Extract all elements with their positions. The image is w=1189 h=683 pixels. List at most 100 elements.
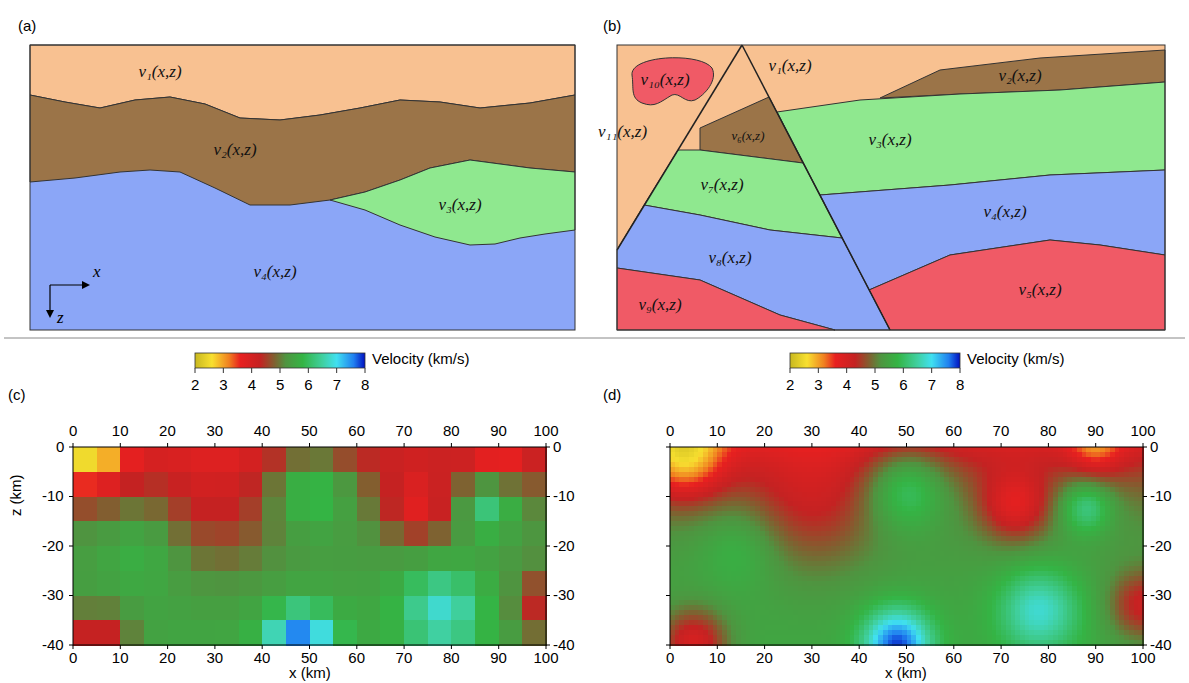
velocity-cell [840, 610, 845, 616]
velocity-cell [774, 571, 779, 577]
velocity-cell [727, 635, 732, 641]
velocity-cell [769, 467, 774, 473]
velocity-cell [262, 521, 286, 546]
velocity-cell [850, 541, 855, 547]
velocity-cell [310, 521, 334, 546]
velocity-cell [698, 596, 703, 602]
velocity-cell [475, 571, 499, 596]
velocity-cell [670, 546, 675, 552]
velocity-cell [869, 630, 874, 636]
velocity-cell [784, 556, 789, 562]
velocity-cell [793, 541, 798, 547]
velocity-cell [727, 492, 732, 498]
velocity-cell [755, 477, 760, 483]
velocity-cell [670, 571, 675, 577]
velocity-cell [883, 516, 888, 522]
velocity-cell [878, 591, 883, 597]
velocity-cell [713, 615, 718, 621]
velocity-cell [708, 467, 713, 473]
velocity-cell [840, 506, 845, 512]
velocity-cell [779, 556, 784, 562]
velocity-cell [191, 546, 215, 571]
velocity-cell [765, 497, 770, 503]
velocity-cell [120, 620, 144, 645]
velocity-cell [836, 561, 841, 567]
velocity-cell [727, 467, 732, 473]
velocity-cell [746, 581, 751, 587]
velocity-cell [741, 487, 746, 493]
velocity-cell [731, 521, 736, 527]
velocity-cell [788, 462, 793, 468]
velocity-cell [826, 492, 831, 498]
velocity-cell [802, 462, 807, 468]
velocity-cell [727, 521, 732, 527]
velocity-cell [788, 526, 793, 532]
velocity-cell [802, 551, 807, 557]
velocity-cell [774, 600, 779, 606]
velocity-cell [731, 635, 736, 641]
velocity-cell [675, 566, 680, 572]
velocity-cell [727, 462, 732, 468]
velocity-cell [821, 541, 826, 547]
velocity-cell [694, 600, 699, 606]
velocity-cell [873, 546, 878, 552]
velocity-cell [831, 511, 836, 517]
velocity-cell [404, 571, 428, 596]
velocity-cell [840, 596, 845, 602]
velocity-cell [817, 487, 822, 493]
velocity-cell [731, 447, 736, 453]
velocity-cell [670, 506, 675, 512]
velocity-cell [769, 596, 774, 602]
velocity-cell [817, 497, 822, 503]
velocity-cell [741, 467, 746, 473]
velocity-cell [760, 571, 765, 577]
velocity-cell [741, 591, 746, 597]
velocity-cell [864, 615, 869, 621]
velocity-cell [826, 447, 831, 453]
velocity-cell [736, 630, 741, 636]
velocity-cell [807, 551, 812, 557]
velocity-cell [817, 531, 822, 537]
velocity-cell [821, 625, 826, 631]
velocity-cell [817, 457, 822, 463]
velocity-cell [873, 556, 878, 562]
velocity-cell [836, 462, 841, 468]
velocity-cell [784, 452, 789, 458]
velocity-cell [831, 630, 836, 636]
velocity-cell [817, 620, 822, 626]
velocity-cell [727, 556, 732, 562]
velocity-cell [850, 596, 855, 602]
velocity-cell [774, 546, 779, 552]
velocity-cell [821, 531, 826, 537]
velocity-cell [840, 630, 845, 636]
velocity-cell [859, 625, 864, 631]
velocity-cell [675, 610, 680, 616]
velocity-cell [698, 635, 703, 641]
velocity-cell [286, 497, 310, 522]
velocity-cell [694, 482, 699, 488]
velocity-cell [522, 571, 546, 596]
velocity-cell [694, 625, 699, 631]
velocity-cell [845, 457, 850, 463]
velocity-cell [859, 591, 864, 597]
velocity-cell [679, 511, 684, 517]
velocity-cell [864, 501, 869, 507]
velocity-cell [731, 551, 736, 557]
velocity-cell [774, 467, 779, 473]
velocity-cell [765, 615, 770, 621]
velocity-cell [694, 605, 699, 611]
velocity-cell [817, 521, 822, 527]
velocity-cell [807, 526, 812, 532]
velocity-cell [788, 635, 793, 641]
velocity-cell [670, 620, 675, 626]
velocity-cell [765, 516, 770, 522]
velocity-cell [684, 630, 689, 636]
velocity-cell [826, 516, 831, 522]
velocity-cell [689, 482, 694, 488]
velocity-cell [878, 586, 883, 592]
velocity-cell [679, 447, 684, 453]
velocity-cell [840, 447, 845, 453]
velocity-cell [675, 625, 680, 631]
velocity-cell [812, 625, 817, 631]
velocity-cell [859, 615, 864, 621]
